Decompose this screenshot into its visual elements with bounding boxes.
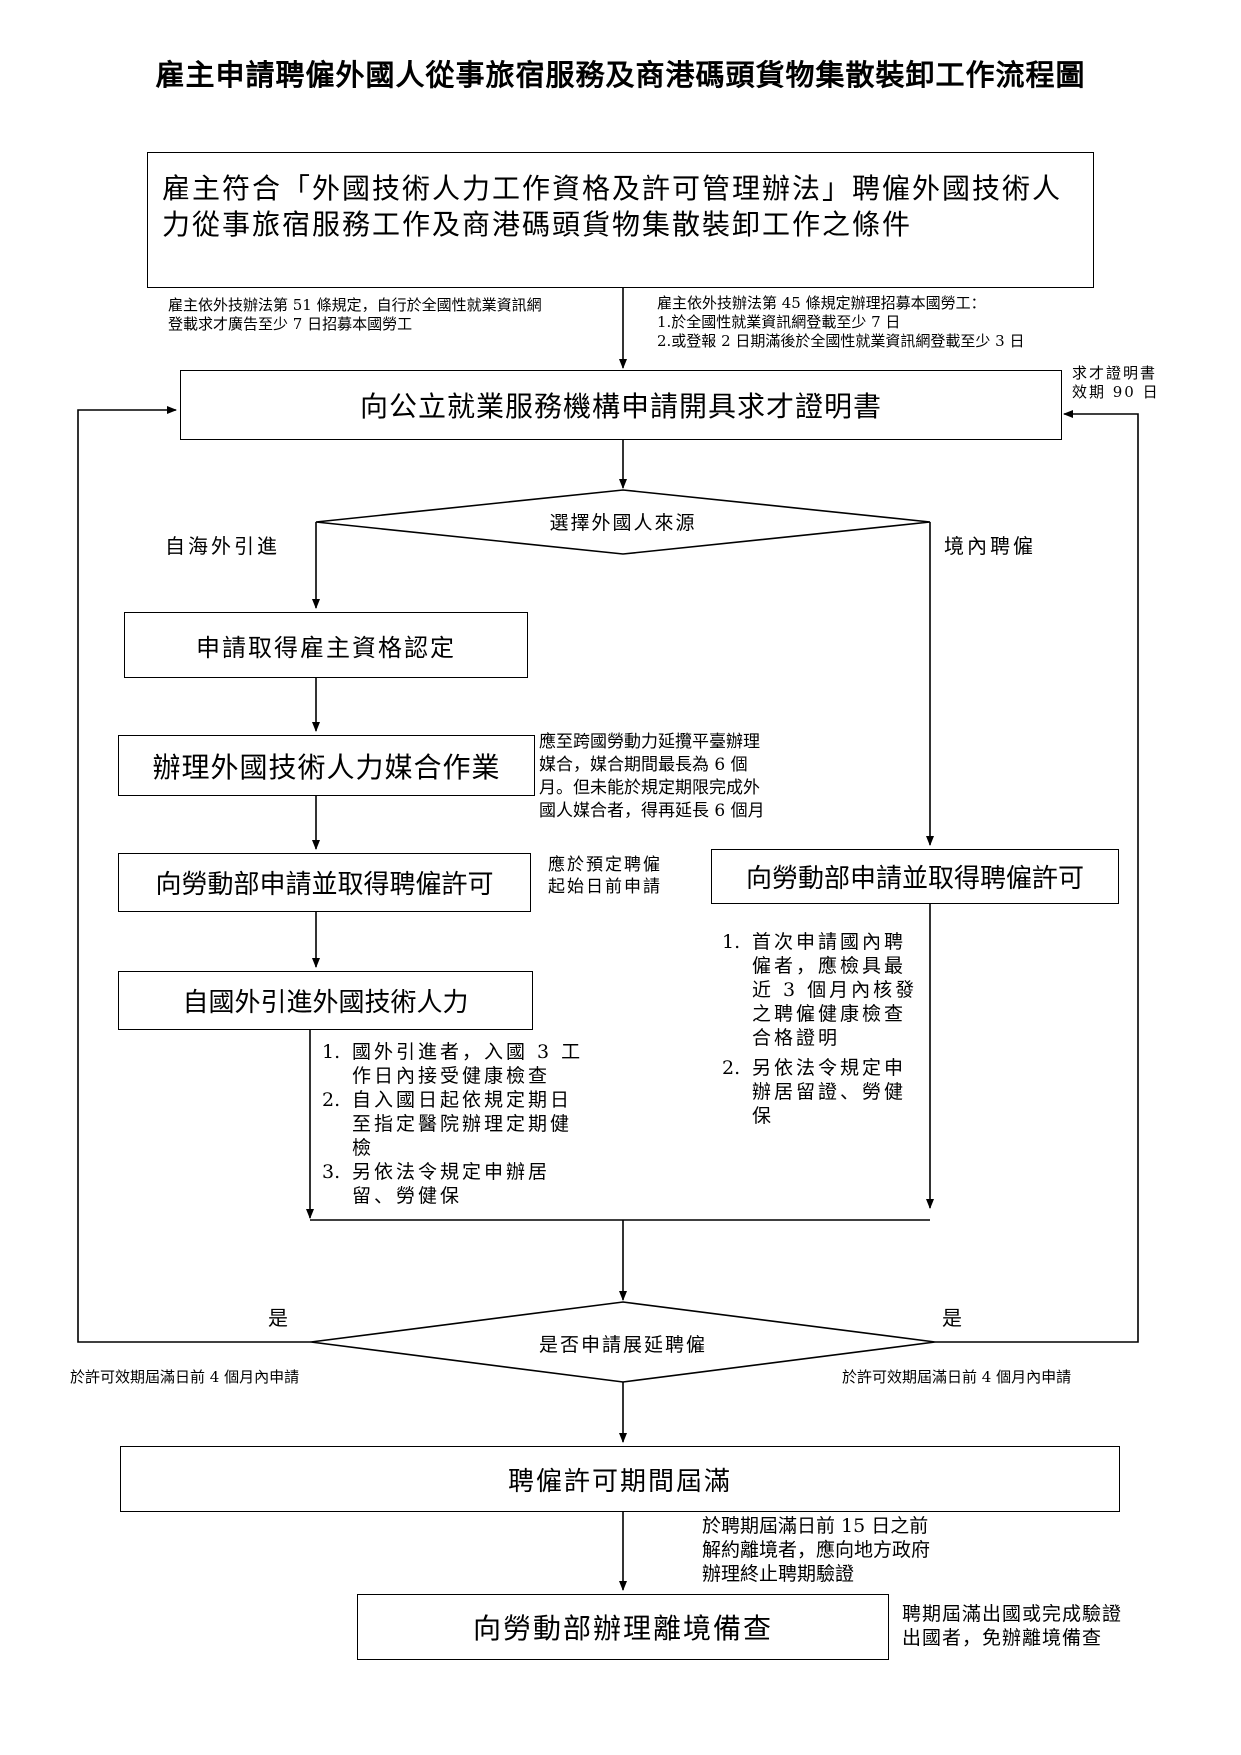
introduce-box: 自國外引進外國技術人力 xyxy=(118,971,533,1030)
list-num: 1. xyxy=(722,931,741,953)
list-text: 另依法令規定申辦居留證、勞健保 xyxy=(752,1057,907,1127)
condition-box: 雇主符合「外國技術人力工作資格及許可管理辦法」聘僱外國技術人力從事旅宿服務工作及… xyxy=(147,152,1094,288)
page-title: 雇主申請聘僱外國人從事旅宿服務及商港碼頭貨物集散裝卸工作流程圖 xyxy=(155,58,1086,92)
list-item: 1. 首次申請國內聘僱者，應檢具最近 3 個月內核發之聘僱健康檢查合格證明 xyxy=(722,930,922,1050)
permit-left-box: 向勞動部申請並取得聘僱許可 xyxy=(118,853,531,912)
list-item: 3. 另依法令規定申辦居留、勞健保 xyxy=(322,1160,592,1208)
article-45-note: 雇主依外技辦法第 45 條規定辦理招募本國勞工： 1.於全國性就業資訊網登載至少… xyxy=(657,294,1025,350)
matching-note: 應至跨國勞動力延攬平臺辦理 媒合，媒合期間最長為 6 個 月。但未能於規定期限完… xyxy=(539,732,765,821)
list-item: 2. 自入國日起依規定期日至指定醫院辦理定期健檢 xyxy=(322,1088,592,1160)
list-text: 首次申請國內聘僱者，應檢具最近 3 個月內核發之聘僱健康檢查合格證明 xyxy=(752,931,918,1049)
list-text: 自入國日起依規定期日至指定醫院辦理定期健檢 xyxy=(352,1089,573,1159)
permit-timing-note: 應於預定聘僱 起始日前申請 xyxy=(548,855,662,897)
yes-left-label: 是 xyxy=(268,1306,288,1330)
apply-left-note: 於許可效期屆滿日前 4 個月內申請 xyxy=(70,1368,300,1386)
termination-note: 於聘期屆滿日前 15 日之前 解約離境者，應向地方政府 辦理終止聘期驗證 xyxy=(702,1515,931,1585)
yes-right-label: 是 xyxy=(942,1306,962,1330)
permit-right-box: 向勞動部申請並取得聘僱許可 xyxy=(711,849,1119,904)
introduce-text: 自國外引進外國技術人力 xyxy=(182,988,469,1018)
list-item: 2. 另依法令規定申辦居留證、勞健保 xyxy=(722,1056,922,1128)
list-num: 2. xyxy=(722,1057,741,1079)
source-decision-label: 選擇外國人來源 xyxy=(549,512,697,534)
expiry-box: 聘僱許可期間屆滿 xyxy=(120,1446,1120,1512)
exempt-note: 聘期屆滿出國或完成驗證 出國者，免辦離境備查 xyxy=(902,1603,1123,1649)
left-requirements-list: 1. 國外引進者，入國 3 工作日內接受健康檢查 2. 自入國日起依規定期日至指定醫… xyxy=(322,1040,592,1208)
matching-box: 辦理外國技術人力媒合作業 xyxy=(118,735,535,796)
condition-text: 雇主符合「外國技術人力工作資格及許可管理辦法」聘僱外國技術人力從事旅宿服務工作及… xyxy=(162,172,1063,241)
employer-qualification-box: 申請取得雇主資格認定 xyxy=(124,612,528,678)
employer-qualification-text: 申請取得雇主資格認定 xyxy=(196,633,456,662)
permit-right-text: 向勞動部申請並取得聘僱許可 xyxy=(745,864,1084,894)
list-text: 另依法令規定申辦居留、勞健保 xyxy=(352,1161,551,1207)
certificate-text: 向公立就業服務機構申請開具求才證明書 xyxy=(359,390,882,423)
list-num: 1. xyxy=(322,1041,341,1063)
departure-text: 向勞動部辦理離境備查 xyxy=(472,1612,773,1645)
right-requirements-list: 1. 首次申請國內聘僱者，應檢具最近 3 個月內核發之聘僱健康檢查合格證明 2. 另… xyxy=(722,930,922,1128)
list-num: 2. xyxy=(322,1089,341,1111)
extend-decision-label: 是否申請展延聘僱 xyxy=(538,1334,707,1356)
apply-right-note: 於許可效期屆滿日前 4 個月內申請 xyxy=(842,1368,1072,1386)
permit-left-text: 向勞動部申請並取得聘僱許可 xyxy=(155,870,494,900)
matching-text: 辦理外國技術人力媒合作業 xyxy=(152,750,501,784)
abroad-label: 自海外引進 xyxy=(165,534,280,558)
validity-note: 求才證明書 效期 90 日 xyxy=(1072,364,1160,401)
domestic-label: 境內聘僱 xyxy=(944,534,1036,558)
expiry-text: 聘僱許可期間屆滿 xyxy=(507,1466,732,1497)
certificate-box: 向公立就業服務機構申請開具求才證明書 xyxy=(180,370,1062,440)
list-item: 1. 國外引進者，入國 3 工作日內接受健康檢查 xyxy=(322,1040,592,1088)
article-51-note: 雇主依外技辦法第 51 條規定，自行於全國性就業資訊網 登載求才廣告至少 7 日… xyxy=(168,296,542,333)
list-text: 國外引進者，入國 3 工作日內接受健康檢查 xyxy=(352,1041,584,1087)
list-num: 3. xyxy=(322,1161,341,1183)
departure-box: 向勞動部辦理離境備查 xyxy=(357,1594,889,1660)
